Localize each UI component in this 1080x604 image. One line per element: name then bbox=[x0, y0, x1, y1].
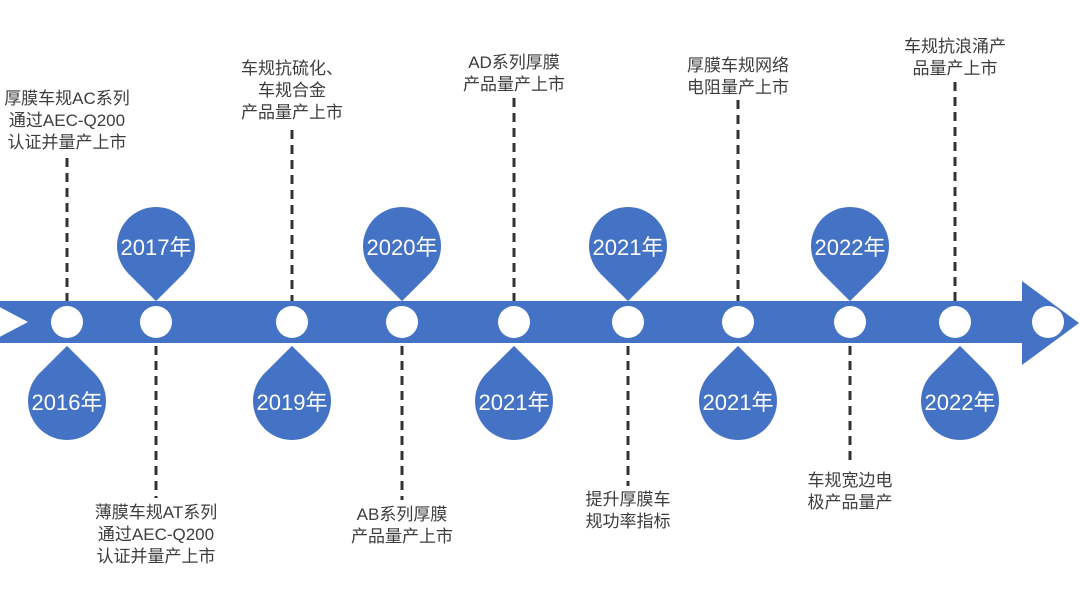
timeline-dot bbox=[612, 306, 644, 338]
year-balloon: 2017年 bbox=[100, 190, 212, 302]
timeline-dot bbox=[939, 306, 971, 338]
year-label: 2021年 bbox=[478, 390, 550, 415]
connector-dashed-line bbox=[290, 130, 294, 301]
connector-dashed-line bbox=[626, 346, 630, 486]
timeline-dot bbox=[51, 306, 83, 338]
timeline-dot bbox=[834, 306, 866, 338]
year-label: 2021年 bbox=[592, 235, 664, 260]
milestone-note: 提升厚膜车 规功率指标 bbox=[585, 490, 671, 531]
year-label: 2020年 bbox=[366, 235, 438, 260]
year-balloon: 2020年 bbox=[346, 190, 458, 302]
year-balloon: 2021年 bbox=[572, 190, 684, 302]
connector-dashed-line bbox=[848, 346, 852, 466]
year-label: 2017年 bbox=[120, 235, 192, 260]
connector-dashed-line bbox=[154, 346, 158, 498]
connector-dashed-line bbox=[512, 98, 516, 301]
connector-dashed-line bbox=[400, 346, 404, 500]
timeline-dot bbox=[276, 306, 308, 338]
connector-dashed-line bbox=[736, 100, 740, 301]
timeline-dot bbox=[140, 306, 172, 338]
timeline-dot bbox=[386, 306, 418, 338]
milestone-note: 薄膜车规AT系列 通过AEC-Q200 认证并量产上市 bbox=[94, 503, 218, 566]
year-label: 2022年 bbox=[814, 235, 886, 260]
year-label: 2016年 bbox=[31, 390, 103, 415]
timeline-dot bbox=[1032, 306, 1064, 338]
milestone-note: AD系列厚膜 产品量产上市 bbox=[463, 53, 565, 94]
connector-dashed-line bbox=[953, 82, 957, 301]
timeline-dot bbox=[722, 306, 754, 338]
milestone-note: 车规宽边电 极产品量产 bbox=[807, 471, 893, 512]
year-balloon: 2021年 bbox=[682, 345, 794, 457]
year-balloon: 2021年 bbox=[458, 345, 570, 457]
year-balloon: 2016年 bbox=[11, 345, 123, 457]
year-label: 2022年 bbox=[924, 390, 996, 415]
milestone-note: AB系列厚膜 产品量产上市 bbox=[351, 505, 453, 546]
milestone-note: 车规抗浪涌产 品量产上市 bbox=[904, 37, 1006, 78]
milestone-note: 厚膜车规AC系列 通过AEC-Q200 认证并量产上市 bbox=[4, 89, 130, 152]
year-balloon: 2022年 bbox=[794, 190, 906, 302]
year-label: 2021年 bbox=[702, 390, 774, 415]
year-balloon: 2019年 bbox=[236, 345, 348, 457]
timeline-dot bbox=[498, 306, 530, 338]
milestone-note: 车规抗硫化、 车规合金 产品量产上市 bbox=[241, 59, 343, 122]
milestone-note: 厚膜车规网络 电阻量产上市 bbox=[687, 56, 789, 97]
connector-dashed-line bbox=[65, 158, 69, 301]
year-balloon: 2022年 bbox=[904, 345, 1016, 457]
year-label: 2019年 bbox=[256, 390, 328, 415]
